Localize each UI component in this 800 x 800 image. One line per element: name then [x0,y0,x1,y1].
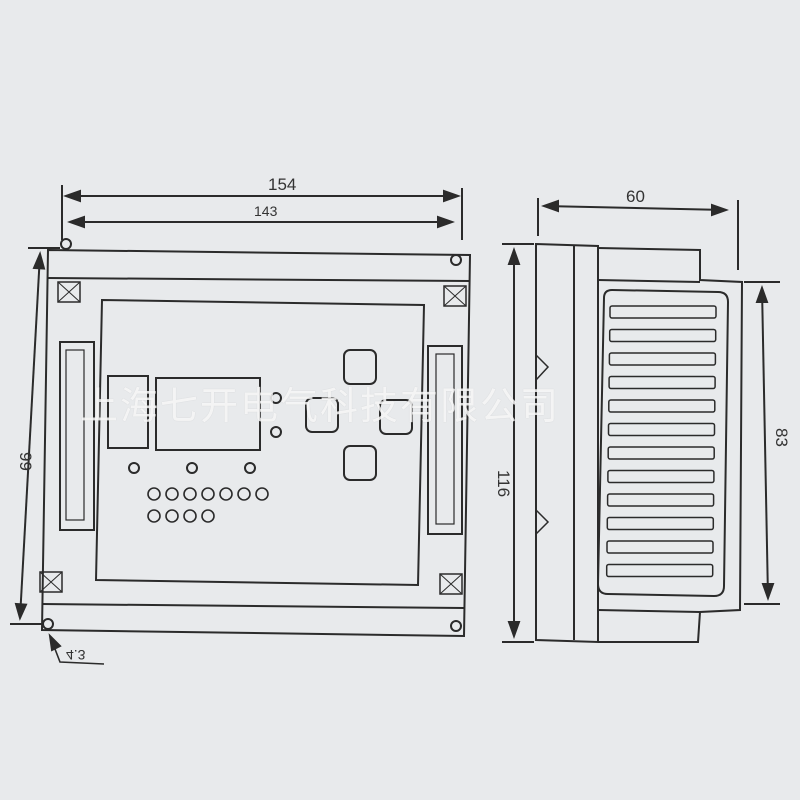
flange-bottom-edge [41,603,465,609]
left-rail [59,341,95,531]
button-right [379,399,413,435]
main-display [155,377,261,451]
dim-arrows-99 [14,250,46,621]
mounting-hole-bottom-left [42,618,54,630]
dim-arrows-154 [63,189,461,203]
dim-label-60: 60 [626,187,645,206]
status-led-grid [147,487,269,523]
heatsink-fin [606,540,714,554]
right-rail-inner [435,353,455,525]
dim-line-60 [543,205,727,211]
mounting-hole-top-right [450,254,462,266]
heatsink-fin [608,375,716,390]
dim-label-154: 154 [268,175,296,194]
dim-label-143: 143 [254,203,278,219]
heatsink-fin [608,399,716,413]
heatsink [596,288,730,598]
body-bottom-step [597,609,701,613]
heatsink-fin [609,305,717,319]
small-display [107,375,149,449]
flange-top-edge [47,277,471,282]
dim-arrows-116 [507,247,521,639]
heatsink-fins [605,305,717,578]
side-body [597,247,744,643]
leader-arrow-4-3 [48,633,62,652]
led-indicator-1 [270,392,282,404]
dim-arrows-143 [67,215,455,229]
heatsink-fin [605,563,714,578]
corner-pads [39,281,467,595]
led-row-3 [244,462,256,474]
heatsink-fin [607,446,715,460]
led-row-2 [186,462,198,474]
mounting-flange [40,248,472,638]
dim-line-99 [19,253,41,619]
dim-line-83 [761,287,769,599]
dim-arrows-60 [541,199,729,217]
dim-label-99: 99 [16,452,35,471]
mounting-hole-top-left [60,238,72,250]
dim-label-4-3: 4.3 [66,647,86,663]
left-rail-inner [65,349,85,521]
front-view: 154 143 [10,175,472,665]
body-top-step [597,279,701,283]
right-rail [427,345,463,535]
button-up [343,349,377,385]
led-row-1 [128,462,140,474]
led-indicator-2 [270,426,282,438]
dim-label-116: 116 [494,470,513,497]
heatsink-fin [608,352,717,366]
mounting-hole-bottom-right [450,620,462,632]
side-flange-notches [535,354,550,535]
heatsink-fin [608,328,717,343]
heatsink-fin [607,422,716,437]
heatsink-fin [607,469,715,484]
dim-arrows-83 [755,285,775,601]
button-left [305,397,339,433]
front-panel [94,298,426,587]
side-view: 60 116 83 [494,187,791,644]
dim-label-83: 83 [772,428,791,447]
heatsink-fin [606,493,715,507]
button-down [343,445,377,481]
side-flange [535,242,599,644]
heatsink-fin [606,516,715,531]
